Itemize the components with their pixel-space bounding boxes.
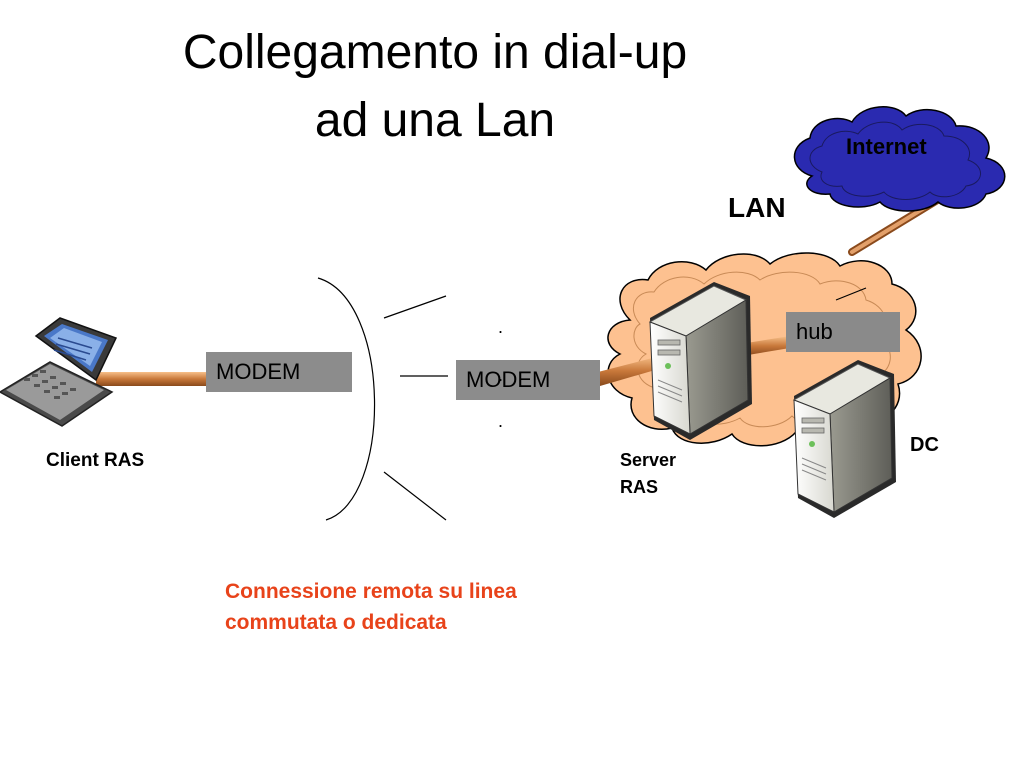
internet-label: Internet	[846, 134, 927, 159]
dc-server-icon	[792, 360, 896, 518]
server-ras-label-line-1: Server	[620, 450, 677, 470]
lan-label: LAN	[728, 192, 786, 223]
connection-lines	[383, 295, 448, 521]
server-cable	[598, 336, 790, 386]
title-line-1: Collegamento in dial-up	[182, 26, 688, 79]
title-line-2: ad una Lan	[314, 94, 556, 147]
hub-label: hub	[796, 319, 833, 344]
internet-cloud	[793, 106, 1006, 212]
modem-client: MODEM	[206, 352, 352, 392]
modem-server: MODEM	[456, 360, 600, 400]
modem-server-label: MODEM	[466, 367, 551, 392]
laptop-icon	[0, 317, 118, 427]
dc-label: DC	[910, 434, 939, 456]
hub-box: hub	[786, 312, 900, 352]
client-cable	[96, 372, 208, 386]
line-bracket	[317, 277, 376, 521]
caption: Connessione remota su linea commutata o …	[225, 576, 645, 638]
caption-line-2: commutata o dedicata	[225, 611, 447, 634]
dot-1: .	[498, 317, 504, 337]
dot-2: .	[498, 365, 504, 385]
server-ras-icon	[648, 282, 752, 440]
caption-line-1: Connessione remota su linea	[225, 580, 517, 603]
modem-client-label: MODEM	[216, 359, 301, 384]
client-ras-label: Client RAS	[46, 450, 145, 471]
dot-3: .	[498, 411, 504, 431]
server-ras-label-line-2: RAS	[620, 477, 659, 497]
